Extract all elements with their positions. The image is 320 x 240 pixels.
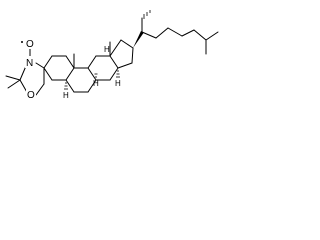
hashed-bond (94, 73, 98, 78)
bond (87, 55, 97, 69)
bond (117, 62, 133, 69)
bond (109, 67, 119, 81)
hydrogen-atom-label: H (63, 91, 69, 100)
bond (109, 39, 122, 57)
bond (7, 79, 21, 89)
nitrogen-atom-label: N (26, 58, 33, 69)
bond (65, 55, 75, 69)
bond (155, 27, 169, 39)
hydrogen-atom-label: H (115, 79, 121, 88)
bond (65, 79, 75, 93)
bond (35, 62, 45, 69)
bond (181, 29, 195, 37)
bond (205, 31, 219, 41)
bond (193, 29, 207, 41)
bond (5, 75, 21, 81)
bond (87, 79, 97, 93)
hydrogen-atom-label: H (93, 79, 99, 88)
oxygen-atom-label: O (27, 90, 35, 101)
bond (120, 39, 134, 49)
atom-labels: N O O H H H H (21, 37, 121, 101)
bond (43, 67, 53, 81)
stereo-bonds (64, 10, 151, 90)
bond (43, 55, 53, 69)
hashed-bond (116, 70, 120, 78)
radical-dot (21, 41, 23, 43)
bond (19, 65, 27, 81)
bond (35, 83, 45, 96)
hashed-bond (143, 10, 151, 19)
bond-skeleton (5, 17, 219, 96)
molecule-structure: N O O H H H H (5, 10, 219, 101)
nitroxide-oxygen-label: O (26, 39, 34, 50)
bond (131, 47, 134, 64)
bond (141, 31, 157, 39)
bond (87, 67, 97, 81)
hashed-bond (64, 82, 68, 90)
bond (109, 55, 119, 69)
bond (167, 27, 183, 37)
hydrogen-atom-label: H (104, 45, 110, 54)
wedge-bond (133, 31, 144, 48)
bond (65, 67, 75, 81)
